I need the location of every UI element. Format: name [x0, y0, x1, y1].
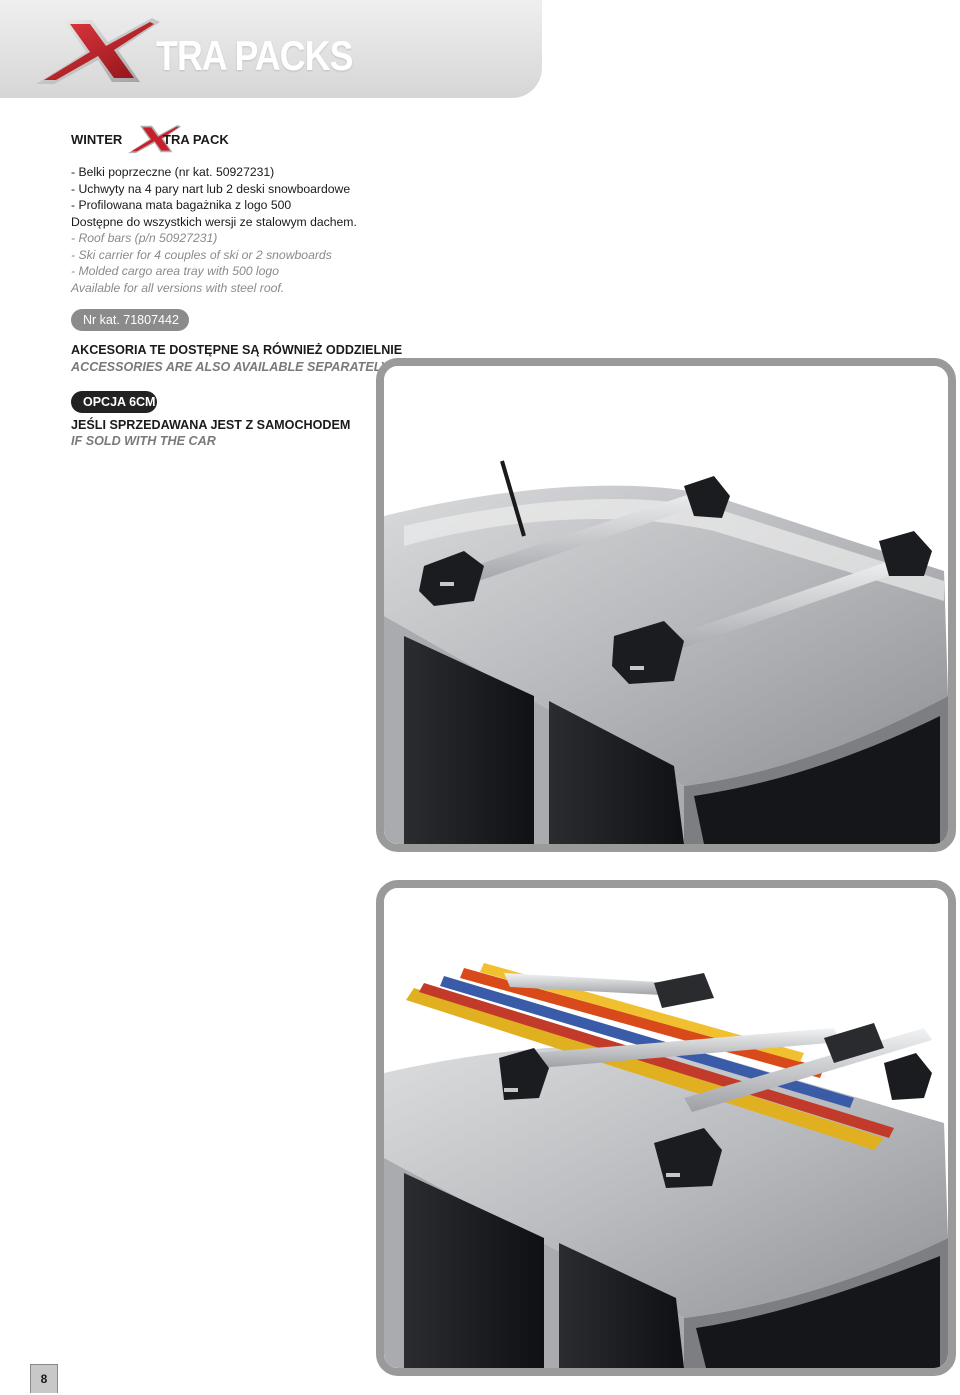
- accessories-note-en: ACCESSORIES ARE ALSO AVAILABLE SEPARATEL…: [71, 360, 389, 374]
- roof-bars-photo: [376, 358, 956, 852]
- header-band: TRA PACKS: [0, 0, 542, 98]
- ski-carrier-image: [384, 888, 948, 1368]
- pack-description: - Belki poprzeczne (nr kat. 50927231) - …: [71, 164, 371, 296]
- description-line-pl: Dostępne do wszystkich wersji ze stalowy…: [71, 214, 357, 229]
- description-line-en: - Roof bars (p/n 50927231): [71, 231, 218, 245]
- option-badge: OPCJA 6CM: [71, 391, 157, 413]
- option-note-en: IF SOLD WITH THE CAR: [71, 434, 216, 448]
- description-line-en: - Molded cargo area tray with 500 logo: [71, 264, 279, 278]
- option-note-pl: JEŚLI SPRZEDAWANA JEST Z SAMOCHODEM: [71, 418, 351, 432]
- pack-heading: WINTER TRA PACK: [71, 124, 371, 154]
- pack-heading-left: WINTER: [71, 132, 123, 147]
- roof-bars-image: [384, 366, 948, 844]
- x-logo-small-icon: [128, 124, 182, 154]
- description-line-en: - Ski carrier for 4 couples of ski or 2 …: [71, 247, 332, 262]
- accessories-note-pl: AKCESORIA TE DOSTĘPNE SĄ RÓWNIEŻ ODDZIEL…: [71, 343, 403, 357]
- part-number-badge: Nr kat. 71807442: [71, 309, 189, 331]
- page-number: 8: [30, 1364, 58, 1393]
- page-title: TRA PACKS: [156, 32, 353, 79]
- description-line-pl: - Uchwyty na 4 pary nart lub 2 deski sno…: [71, 181, 351, 196]
- pack-heading-right: TRA PACK: [163, 132, 229, 147]
- description-line-pl: - Belki poprzeczne (nr kat. 50927231): [71, 165, 275, 179]
- ski-carrier-photo: [376, 880, 956, 1376]
- description-line-en: Available for all versions with steel ro…: [71, 280, 285, 295]
- description-line-pl: - Profilowana mata bagażnika z logo 500: [71, 198, 292, 212]
- x-logo-icon: [36, 18, 160, 84]
